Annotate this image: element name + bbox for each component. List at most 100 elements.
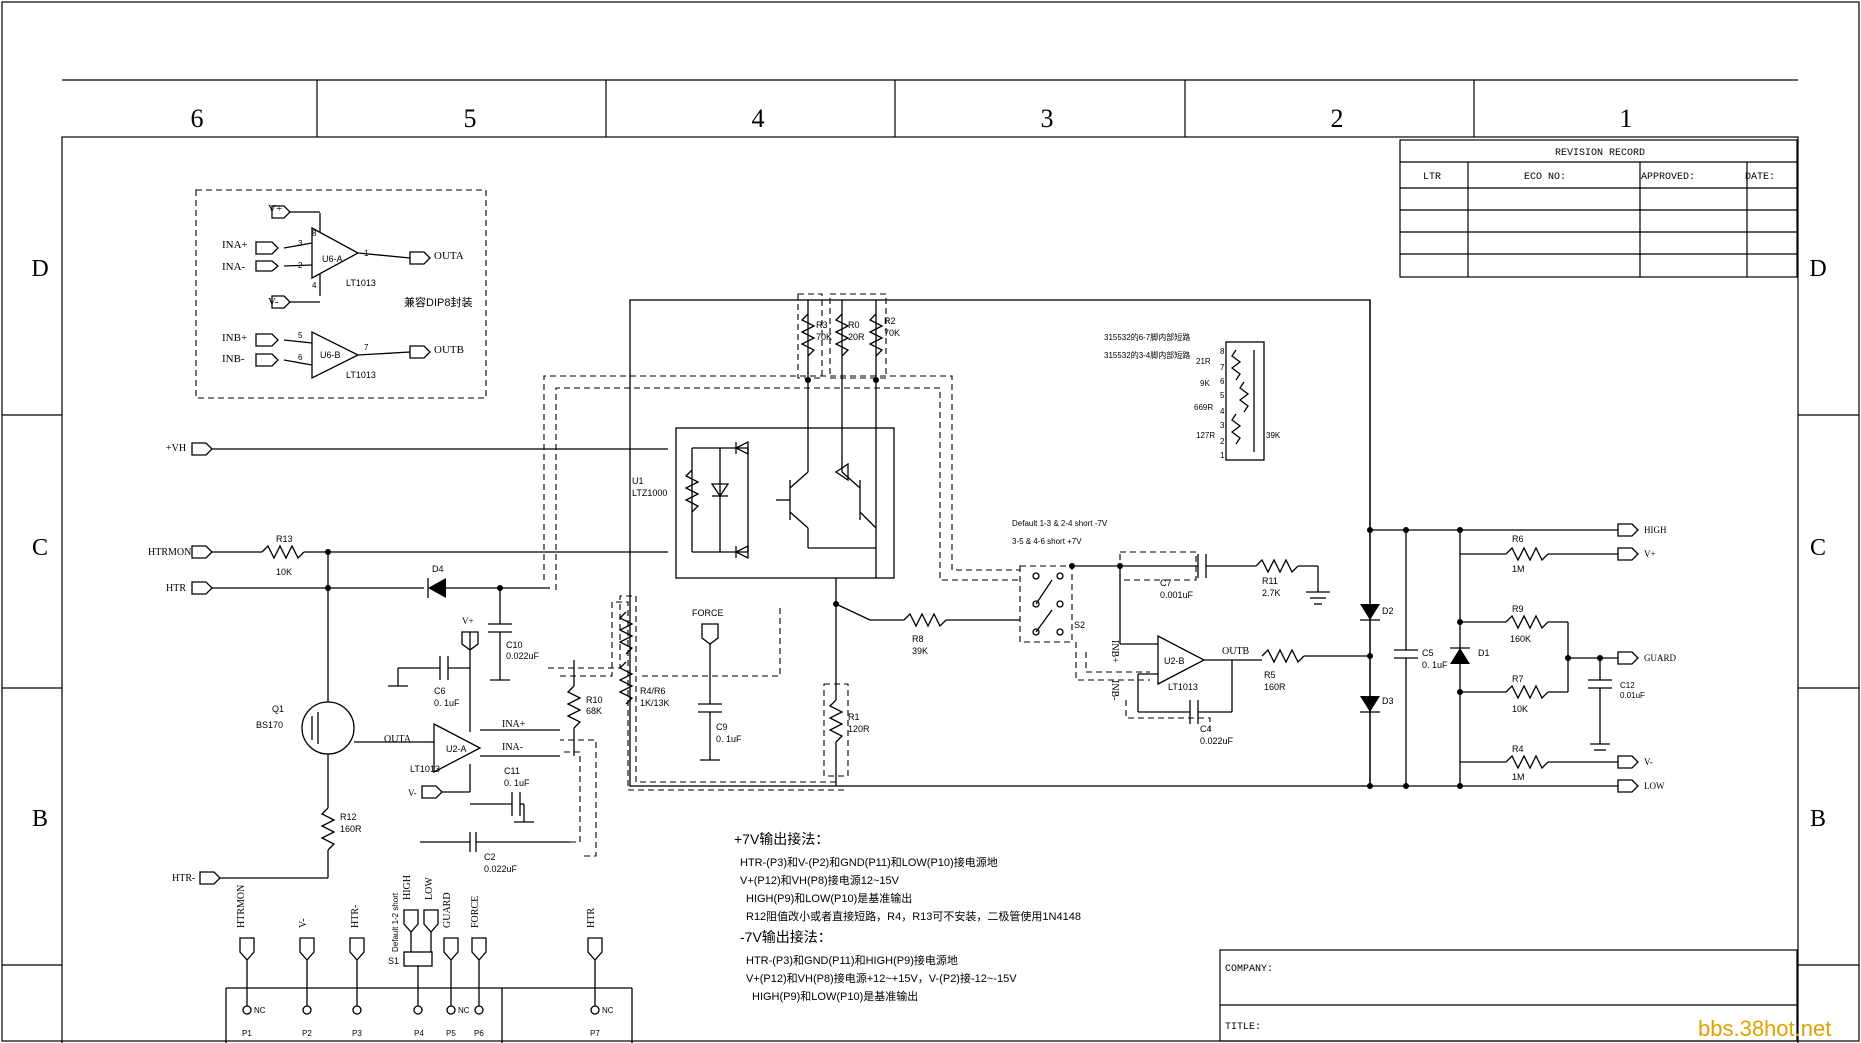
u1-part: LTZ1000 bbox=[632, 488, 667, 498]
u2a-out-label: OUTA bbox=[384, 734, 412, 745]
column-dividers bbox=[316, 80, 1475, 137]
minus7-line: HIGH(P9)和LOW(P10)是基准输出 bbox=[752, 989, 918, 1003]
col-label: 5 bbox=[464, 104, 477, 133]
port-htrmon-label: HTRMON bbox=[148, 547, 191, 558]
c4-ref: C4 bbox=[1200, 724, 1212, 734]
connector-pin: P3 bbox=[352, 1029, 362, 1038]
r8-ref: R8 bbox=[912, 634, 924, 644]
port-flag bbox=[255, 260, 280, 272]
c11-value: 0. 1uF bbox=[504, 778, 530, 788]
revision-record-title: REVISION RECORD bbox=[1555, 148, 1645, 159]
network-value: 9K bbox=[1200, 379, 1210, 388]
u2a-vplus-label: V+ bbox=[462, 616, 474, 626]
q1-value: BS170 bbox=[256, 720, 283, 730]
u2b-part: LT1013 bbox=[1168, 682, 1198, 692]
pin-number: 2 bbox=[298, 261, 303, 270]
capacitor-c2: C2 0.022uF bbox=[420, 832, 570, 874]
port-flag bbox=[255, 333, 279, 347]
capacitor-c6: C6 0. 1uF bbox=[388, 656, 470, 708]
port-flag bbox=[409, 251, 431, 265]
network-pin: 7 bbox=[1220, 363, 1225, 372]
c4-value: 0.022uF bbox=[1200, 736, 1234, 746]
dip8-note: 兼容DIP8封装 bbox=[404, 295, 472, 309]
r13-value: 10K bbox=[276, 567, 292, 577]
port-flag bbox=[255, 241, 279, 255]
r1-value: 120R bbox=[848, 724, 870, 734]
connector-pin: P1 bbox=[242, 1029, 252, 1038]
dip-outb-label: OUTB bbox=[434, 344, 464, 356]
s1-note: Default 1-2 short bbox=[391, 892, 400, 952]
nc-label: NC bbox=[254, 1006, 266, 1015]
resistors-r3-r0-r2: R3 70K R0 20R R2 70K bbox=[797, 293, 900, 414]
r11-ref: R11 bbox=[1262, 576, 1278, 586]
u2a-in-minus-label: INA- bbox=[502, 742, 523, 753]
r11-value: 2.7K bbox=[1262, 588, 1281, 598]
network-pin: 2 bbox=[1220, 437, 1225, 446]
c9-ref: C9 bbox=[716, 722, 728, 732]
opamp-u6b bbox=[311, 330, 360, 380]
pin-number: 7 bbox=[364, 343, 369, 352]
r0-ref: R0 bbox=[848, 320, 860, 330]
u2b-out-label: OUTB bbox=[1222, 646, 1250, 657]
port-vplus-label: V+ bbox=[1644, 549, 1656, 559]
s1-label: S1 bbox=[388, 956, 399, 966]
connector-label: V- bbox=[298, 918, 309, 928]
c9-value: 0. 1uF bbox=[716, 734, 742, 744]
r6-ref: R6 bbox=[1512, 534, 1524, 544]
d2-ref: D2 bbox=[1382, 606, 1394, 616]
port-flag bbox=[271, 205, 291, 219]
connector-label: HIGH bbox=[402, 875, 413, 900]
r3-value: 70K bbox=[816, 332, 832, 342]
port-vh-label: +VH bbox=[166, 443, 186, 454]
u2b-in-minus-label: INB- bbox=[1109, 680, 1120, 701]
revision-record: REVISION RECORD LTR ECO NO: APPROVED: DA… bbox=[1399, 139, 1798, 278]
c2-value: 0.022uF bbox=[484, 864, 518, 874]
col-label: 3 bbox=[1041, 104, 1054, 133]
dip-inb-plus-label: INB+ bbox=[222, 332, 247, 344]
switch-s2: Default 1-3 & 2-4 short -7V 3-5 & 4-6 sh… bbox=[1012, 519, 1108, 643]
u1-ref: U1 bbox=[632, 476, 644, 486]
connector-label: HTR bbox=[586, 908, 597, 928]
title-block: COMPANY: TITLE: bbox=[1219, 949, 1798, 1042]
connector-label: FORCE bbox=[470, 896, 481, 928]
u2a-vminus-label: V- bbox=[408, 788, 417, 798]
c5-ref: C5 bbox=[1422, 648, 1434, 658]
capacitor-c10: C10 0.022uF bbox=[488, 588, 540, 681]
minus7-title: -7V输出接法： bbox=[740, 929, 832, 945]
rev-header-eco: ECO NO: bbox=[1524, 172, 1566, 183]
u2b-in-plus-label: INB+ bbox=[1109, 640, 1120, 663]
r5-ref: R5 bbox=[1264, 670, 1276, 680]
dip-vplus-label: V+ bbox=[268, 203, 282, 215]
d4-ref: D4 bbox=[432, 564, 444, 574]
plus7-line: V+(P12)和VH(P8)接电源12~15V bbox=[740, 873, 900, 887]
r2-ref: R2 bbox=[884, 316, 896, 326]
right-ports: HIGH V+ GUARD V- LOW bbox=[1617, 523, 1677, 793]
wiring-notes: +7V输出接法： HTR-(P3)和V-(P2)和GND(P11)和LOW(P1… bbox=[734, 831, 1081, 1003]
r7-value: 10K bbox=[1512, 704, 1528, 714]
c12-value: 0.01uF bbox=[1620, 691, 1645, 700]
r2-value: 70K bbox=[884, 328, 900, 338]
port-flag bbox=[409, 345, 431, 359]
connector-pin: P5 bbox=[446, 1029, 456, 1038]
resistor-r13: R13 10K bbox=[261, 534, 668, 577]
r10-ref: R10 bbox=[586, 695, 603, 705]
r7-ref: R7 bbox=[1512, 674, 1524, 684]
pin-number: 5 bbox=[298, 331, 303, 340]
switch-note-1: Default 1-3 & 2-4 short -7V bbox=[1012, 519, 1108, 528]
dip-ina-plus-label: INA+ bbox=[222, 239, 248, 251]
network-pin: 1 bbox=[1220, 451, 1225, 460]
r10-value: 68K bbox=[586, 706, 602, 716]
output-network: D2 D3 C5 0. 1uF D1 R6 1M R9 160K R7 10K bbox=[1360, 300, 1645, 789]
r0-value: 20R bbox=[848, 332, 865, 342]
pin-number: 1 bbox=[364, 249, 369, 258]
connector-label: HTRMON bbox=[236, 885, 247, 928]
port-flag bbox=[255, 353, 279, 367]
port-htr-label: HTR bbox=[166, 583, 186, 594]
col-label: 2 bbox=[1331, 104, 1344, 133]
mosfet-q1: Q1 BS170 bbox=[256, 552, 420, 790]
connector-pin: P4 bbox=[414, 1029, 424, 1038]
resistor-r10: R10 68K bbox=[566, 660, 603, 756]
plus7-title: +7V输出接法： bbox=[734, 831, 829, 847]
network-value: 669R bbox=[1194, 403, 1213, 412]
